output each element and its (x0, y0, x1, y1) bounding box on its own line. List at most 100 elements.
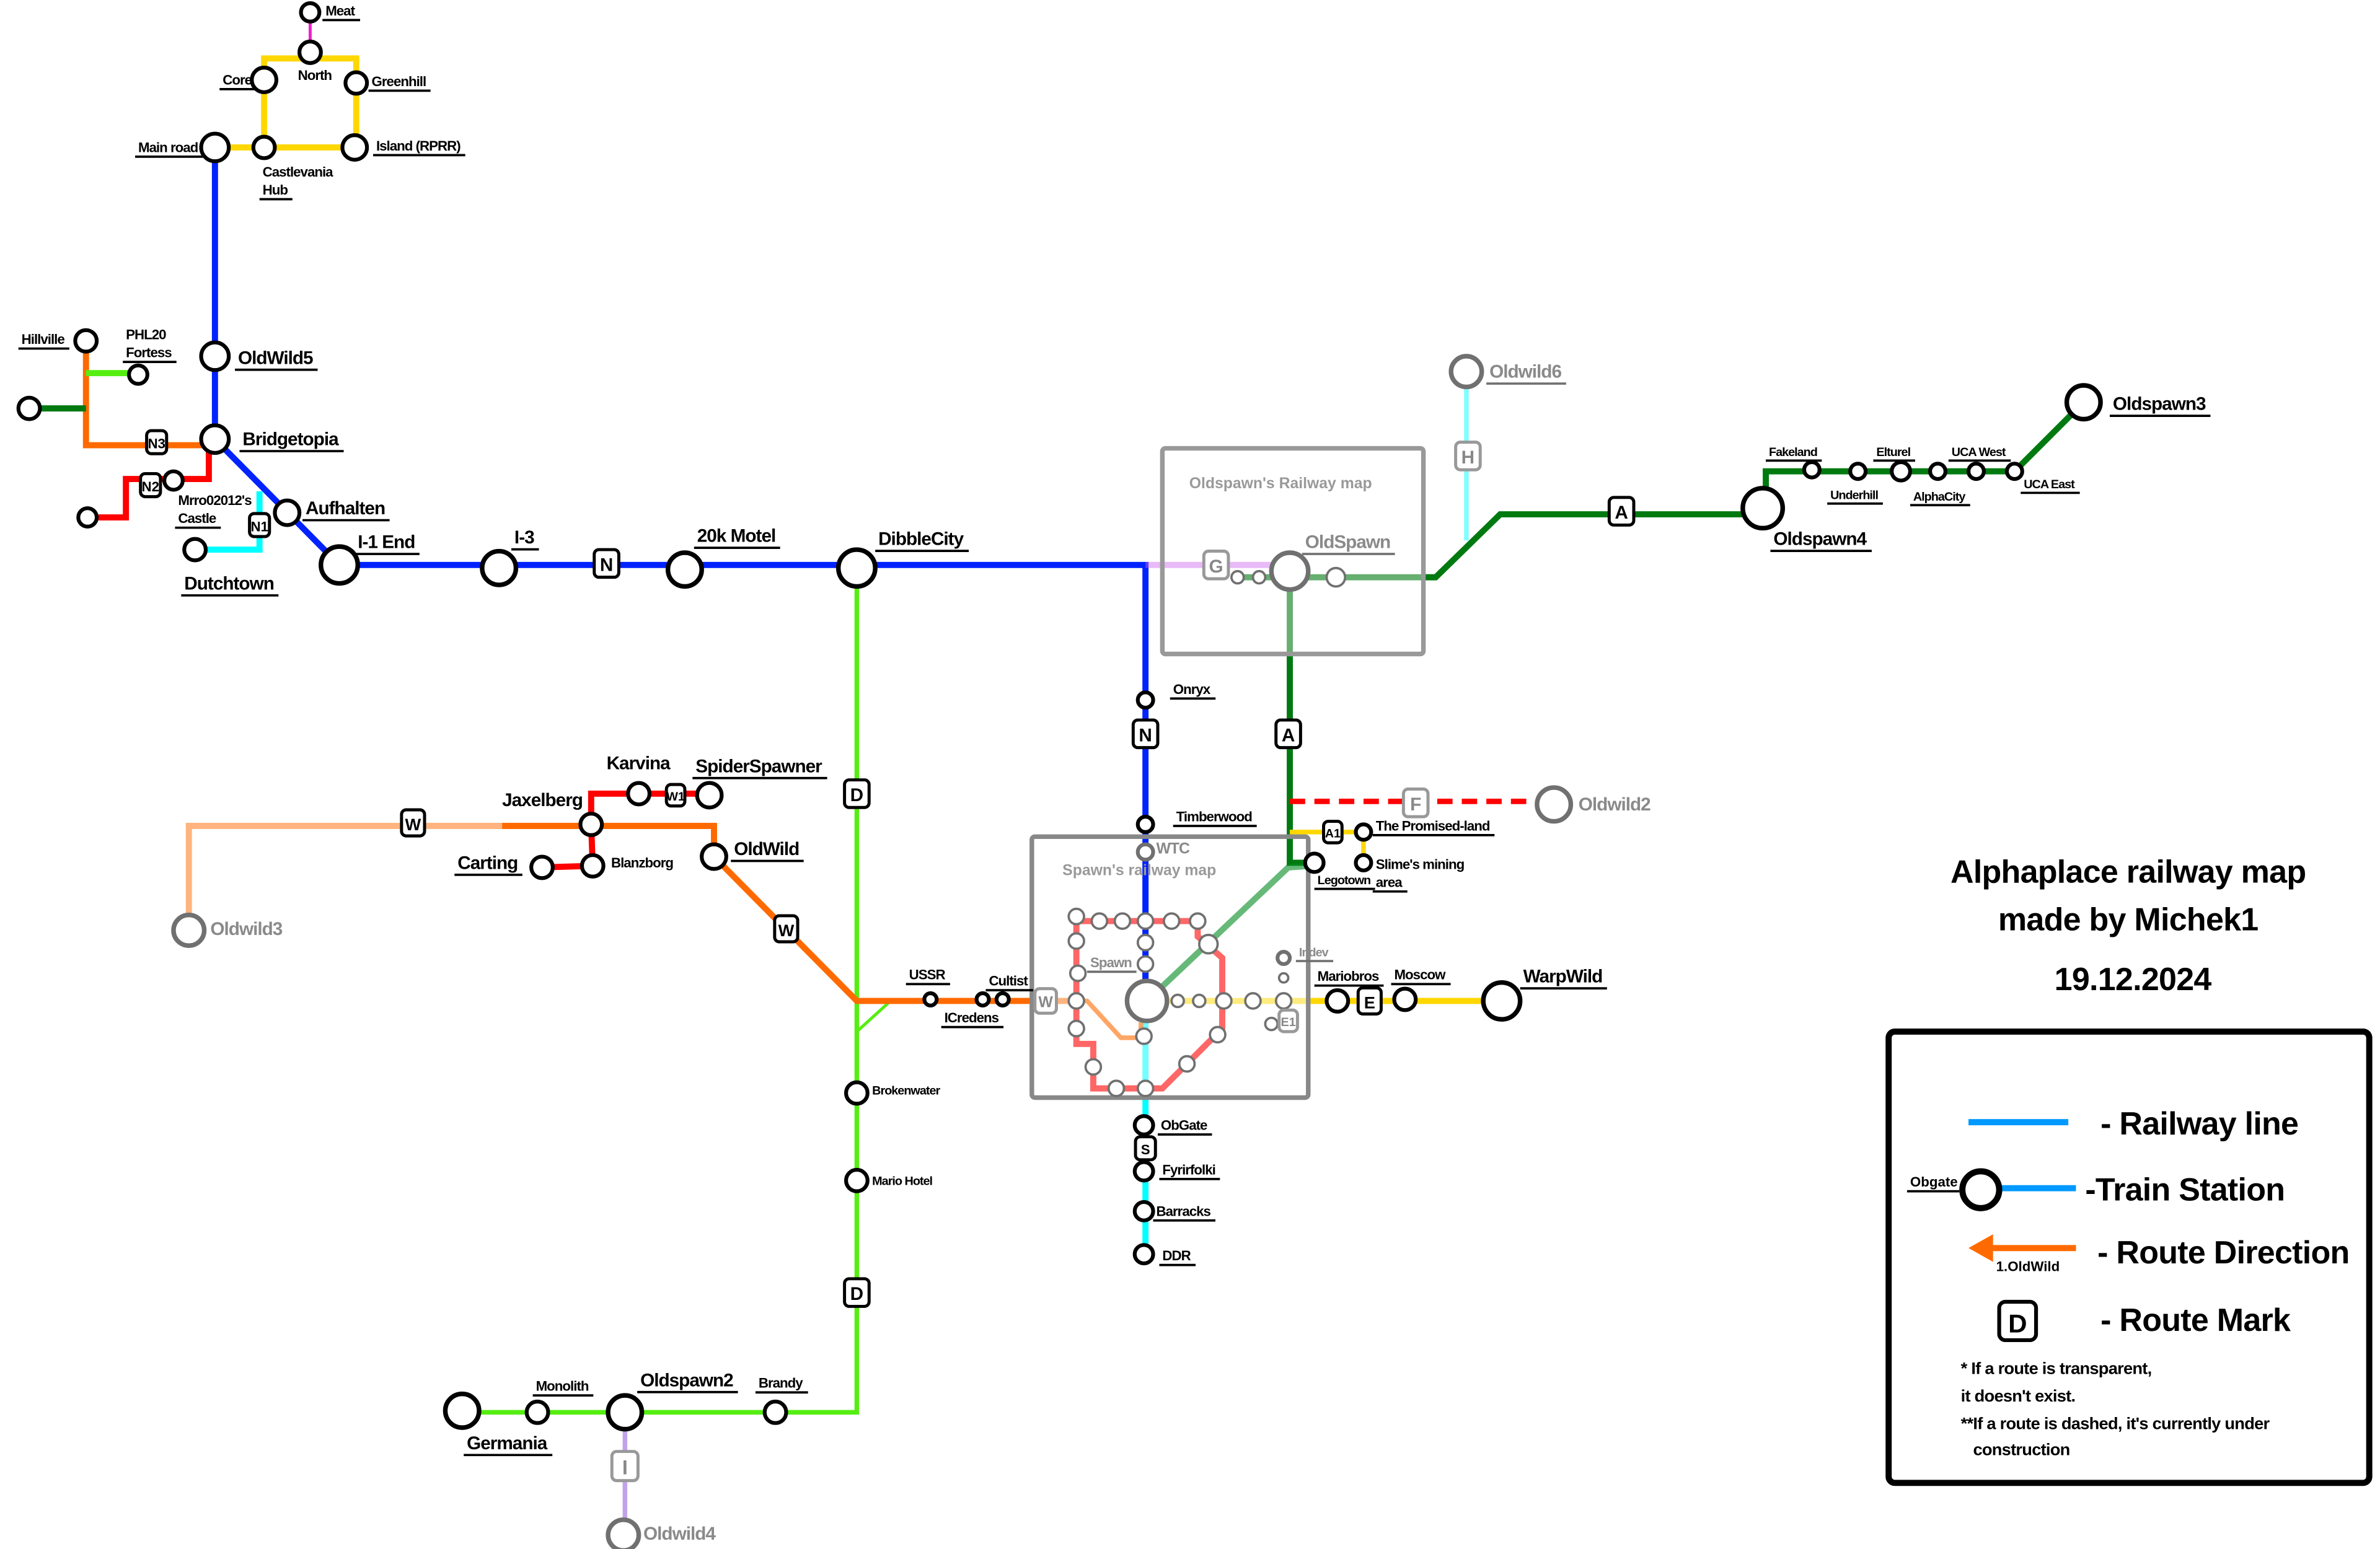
station[interactable]: WTC (1135, 841, 1191, 862)
station-marker[interactable] (1198, 934, 1219, 955)
station-marker[interactable] (1189, 912, 1207, 930)
station-marker[interactable] (162, 469, 185, 492)
station-marker[interactable] (340, 133, 369, 162)
station[interactable]: Onryx (1135, 682, 1216, 710)
station-marker[interactable] (695, 781, 724, 810)
station[interactable]: I-3 (480, 527, 539, 587)
station[interactable]: North (298, 39, 332, 83)
station[interactable]: ICredens (941, 991, 1004, 1029)
station[interactable]: Island (RPRR) (340, 133, 465, 162)
station-marker[interactable] (1209, 1025, 1227, 1044)
station-marker[interactable] (1535, 785, 1574, 824)
station[interactable]: Oldwild6 (1448, 354, 1566, 390)
station-marker[interactable] (1163, 912, 1181, 930)
station-marker[interactable] (2064, 383, 2103, 422)
station-marker[interactable] (171, 912, 207, 948)
station[interactable]: Moscow (1391, 967, 1451, 1012)
station[interactable]: Germania (443, 1391, 553, 1457)
station-marker[interactable] (1132, 1114, 1155, 1137)
station-marker[interactable] (1136, 955, 1155, 973)
station[interactable]: UCA East (2004, 462, 2080, 494)
station[interactable]: Greenhill (343, 70, 431, 96)
station[interactable]: OldSpawn (1269, 532, 1395, 592)
station[interactable]: Mariobros (1314, 968, 1384, 1014)
station-marker[interactable] (1135, 690, 1155, 710)
station-marker[interactable] (1136, 912, 1155, 930)
station-marker[interactable] (199, 131, 231, 164)
station[interactable]: Cultist (985, 973, 1033, 1007)
station-marker[interactable] (1090, 912, 1109, 930)
station-marker[interactable] (1230, 569, 1245, 585)
station-marker[interactable] (1264, 1016, 1279, 1032)
station-marker[interactable] (1244, 992, 1262, 1010)
station[interactable]: Oldspawn3 (2064, 383, 2211, 422)
station[interactable]: Monolith (524, 1379, 594, 1425)
station-marker[interactable] (343, 70, 369, 96)
station-marker[interactable] (1084, 1058, 1103, 1076)
station[interactable]: Oldwild3 (171, 912, 283, 948)
station-marker[interactable] (844, 1167, 870, 1193)
station-marker[interactable] (1132, 1200, 1155, 1222)
station-marker[interactable] (524, 1399, 550, 1425)
station-marker[interactable] (1448, 354, 1484, 390)
station-marker[interactable] (319, 544, 360, 586)
station-marker[interactable] (1067, 932, 1085, 950)
station-marker[interactable] (580, 853, 606, 879)
station-marker[interactable] (626, 781, 652, 807)
station[interactable]: Jaxelberg (502, 790, 604, 837)
station[interactable]: Elturel (1873, 445, 1915, 483)
station-marker[interactable] (1276, 950, 1292, 967)
station-marker[interactable] (73, 328, 99, 354)
station[interactable]: Fakeland (1766, 445, 1822, 480)
station-marker[interactable] (1277, 972, 1290, 984)
station[interactable]: Dutchtown (181, 537, 279, 597)
station-marker[interactable] (1848, 462, 1868, 481)
station-marker[interactable] (76, 506, 99, 529)
station-marker[interactable] (1113, 912, 1132, 930)
station[interactable]: Main road (135, 131, 231, 164)
station-marker[interactable] (1251, 569, 1267, 585)
station-marker[interactable] (1135, 1027, 1153, 1045)
station-marker[interactable] (1928, 462, 1947, 481)
station[interactable]: Aufhalten (273, 498, 390, 527)
station-marker[interactable] (529, 854, 555, 880)
station-marker[interactable] (251, 134, 277, 160)
station-marker[interactable] (606, 1517, 641, 1549)
station[interactable]: Legotown (1303, 851, 1375, 890)
station-marker[interactable] (182, 537, 208, 563)
station[interactable]: Fyrirfolki (1132, 1160, 1220, 1183)
station[interactable]: Timberwood (1135, 809, 1257, 835)
station-marker[interactable] (199, 340, 231, 372)
station-marker[interactable] (1067, 907, 1085, 926)
station-marker[interactable] (1966, 462, 1986, 481)
station[interactable]: USSR (906, 967, 950, 1007)
station-marker[interactable] (922, 991, 939, 1007)
station-marker[interactable] (16, 395, 42, 421)
station[interactable]: SpiderSpawner (692, 756, 827, 810)
station-marker[interactable] (298, 39, 323, 65)
station[interactable]: 20k Motel (665, 526, 780, 589)
station-marker[interactable] (844, 1080, 870, 1106)
station[interactable]: Indev (1276, 946, 1334, 967)
station[interactable]: Carting (454, 853, 555, 880)
station[interactable]: Meat (299, 1, 361, 24)
station[interactable]: Spawn (1087, 955, 1170, 1024)
station-marker[interactable] (1124, 978, 1170, 1024)
station-marker[interactable] (199, 423, 231, 455)
station[interactable]: WarpWild (1481, 967, 1607, 1022)
station-marker[interactable] (762, 1399, 788, 1425)
station-marker[interactable] (2004, 462, 2024, 481)
station[interactable]: Blanzborg (580, 853, 674, 879)
station-marker[interactable] (1067, 992, 1085, 1010)
station-marker[interactable] (1136, 934, 1155, 952)
station-marker[interactable] (1325, 566, 1347, 588)
station-marker[interactable] (1067, 1019, 1085, 1038)
station-marker[interactable] (1170, 993, 1185, 1009)
station[interactable]: Underhill (1827, 462, 1883, 505)
station[interactable]: DibbleCity (835, 529, 969, 589)
station[interactable]: Hillville (18, 328, 99, 354)
